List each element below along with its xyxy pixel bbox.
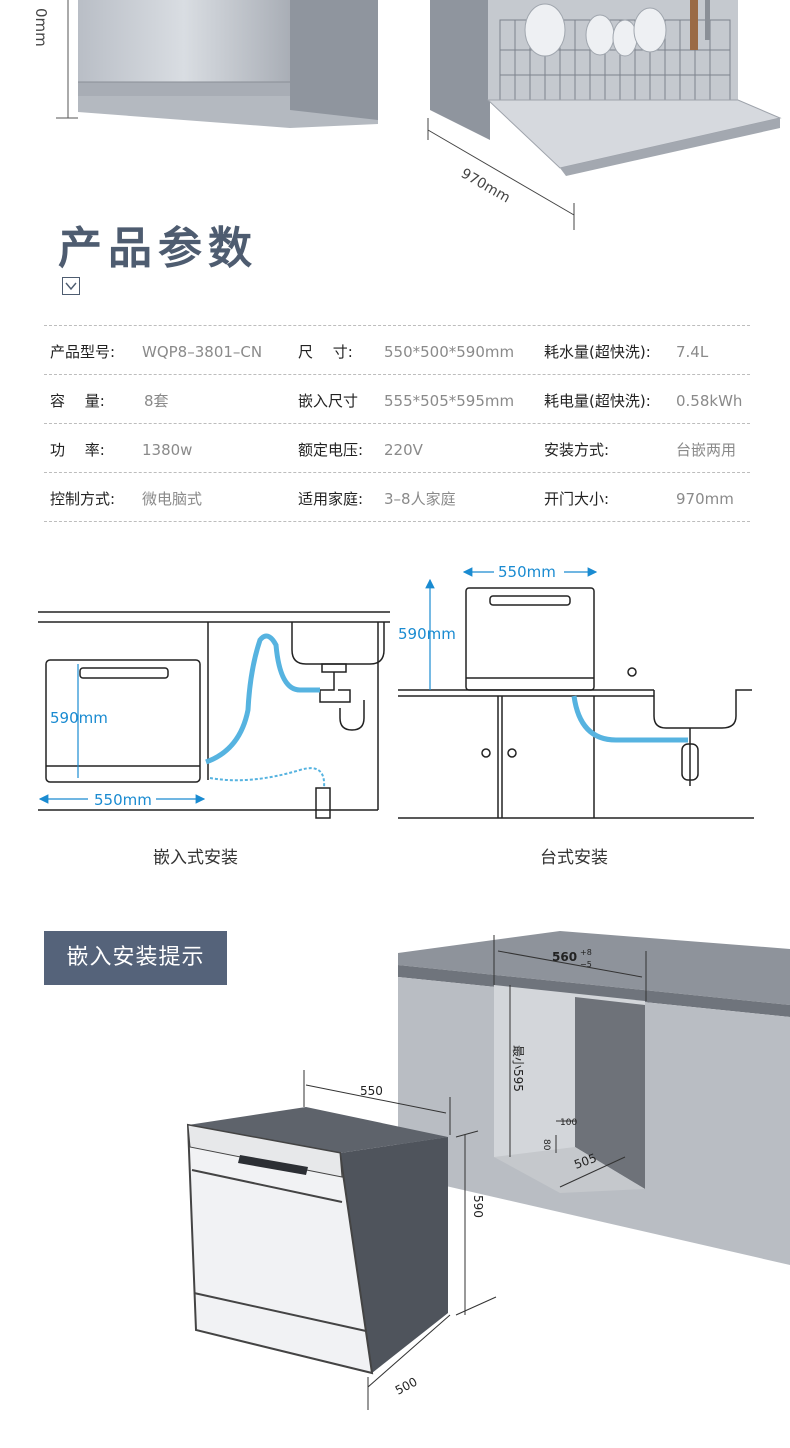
spec-value: 1380w (142, 441, 193, 459)
section-title: 产品参数 (58, 223, 258, 274)
embedded-install-diagram (38, 611, 390, 819)
embedded-width-label: 550mm (94, 791, 152, 809)
cabinet-height-label: 最小595 (511, 1045, 525, 1092)
spec-value: 550*500*590mm (384, 343, 515, 361)
spec-label: 额定电压: (298, 441, 364, 459)
spec-row: 功 率: 1380w 额定电压: 220V 安装方式: 台嵌两用 (44, 423, 750, 472)
unit-height-label: 590 (471, 1195, 485, 1218)
spec-table: 产品型号: WQP8–3801–CN 尺 寸: 550*500*590mm 耗水… (44, 325, 750, 522)
spec-value: 7.4L (676, 343, 709, 361)
unit-width-label: 550 (360, 1084, 383, 1098)
cabinet-width-tol-plus: +8 (580, 948, 592, 957)
spec-label: 开门大小: (544, 490, 610, 508)
spec-label: 适用家庭: (298, 490, 364, 508)
countertop-width-label: 550mm (498, 563, 556, 581)
spec-row: 控制方式: 微电脑式 适用家庭: 3–8人家庭 开门大小: 970mm (44, 472, 750, 522)
spec-value: 220V (384, 441, 423, 459)
spec-row: 产品型号: WQP8–3801–CN 尺 寸: 550*500*590mm 耗水… (44, 325, 750, 374)
spec-label: 控制方式: (50, 490, 116, 508)
spec-label: 尺 寸: (298, 343, 353, 361)
embedded-caption: 嵌入式安装 (153, 848, 238, 868)
spec-label: 耗电量(超快洗): (544, 392, 651, 410)
chevron-down-icon (62, 277, 80, 295)
spec-label: 安装方式: (544, 441, 610, 459)
spec-label: 产品型号: (50, 343, 116, 361)
spec-row: 容 量: 8套 嵌入尺寸 555*505*595mm 耗电量(超快洗): 0.5… (44, 374, 750, 423)
spec-value: WQP8–3801–CN (142, 343, 263, 361)
spec-value: 555*505*595mm (384, 392, 515, 410)
countertop-caption: 台式安装 (540, 848, 608, 868)
spec-value: 0.58kWh (676, 392, 743, 410)
gap-100-label: 100 (560, 1118, 577, 1128)
spec-label: 耗水量(超快洗): (544, 343, 651, 361)
spec-value: 3–8人家庭 (384, 490, 456, 508)
product-photo: 0mm 970mm (32, 0, 782, 230)
install-tip-banner: 嵌入安装提示 (44, 931, 227, 985)
countertop-height-label: 590mm (398, 625, 456, 643)
embedded-height-label: 590mm (50, 709, 108, 727)
height-cut-label: 0mm (32, 8, 50, 47)
door-opening-label: 970mm (458, 166, 513, 207)
countertop-install-diagram (398, 587, 754, 819)
cabinet-width-label: 560 (552, 950, 577, 964)
spec-label: 容 量: (50, 392, 105, 410)
spec-value: 8套 (144, 392, 169, 410)
gap-80-label: 80 (541, 1139, 551, 1151)
cabinet-width-tol-minus: −5 (580, 960, 592, 969)
spec-value: 微电脑式 (142, 490, 203, 508)
spec-label: 嵌入尺寸 (298, 392, 359, 410)
spec-value: 970mm (676, 490, 734, 508)
unit-depth-label: 500 (393, 1375, 420, 1398)
spec-value: 台嵌两用 (676, 441, 737, 459)
spec-label: 功 率: (50, 441, 105, 459)
installation-diagrams: 590mm 550mm 590mm 550mm 嵌入式安装 台式安装 (38, 562, 754, 868)
embed-tip-diagram: 560 +8 −5 最小595 100 80 505 550 590 500 (186, 931, 790, 1410)
